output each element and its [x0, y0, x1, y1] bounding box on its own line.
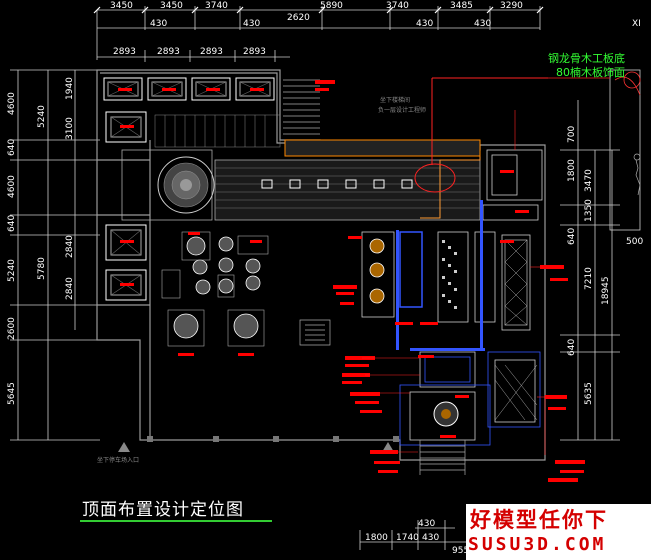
drawing-title: 顶面布置设计定位图 — [82, 500, 244, 520]
watermark-slogan: 好模型任你下 — [470, 508, 608, 532]
top-rooms — [103, 77, 275, 301]
dim-right-8: 640 — [567, 339, 577, 356]
dim-left-3: 4600 — [7, 175, 17, 198]
dim-room-2: 2893 — [157, 47, 180, 57]
dim-left-7: 5645 — [7, 382, 17, 405]
dim-bottom-2: 1800 — [365, 533, 388, 543]
dim-misc-500: 500 — [626, 237, 643, 247]
dim-misc-xi: XI — [632, 19, 641, 29]
dim-left-in-3: 1940 — [65, 77, 75, 100]
dim-left-in-4: 5780 — [37, 257, 47, 280]
lower-right-rooms — [399, 351, 541, 446]
dim-right-9: 5635 — [584, 382, 594, 405]
top-dimension-ticks — [93, 6, 544, 14]
central-bar-area — [361, 200, 531, 351]
note-stair-sub: 负一层设计工程师 — [378, 106, 426, 114]
small-round-tables — [369, 238, 385, 304]
dim-left-in-5: 2840 — [65, 235, 75, 258]
left-dimension-lines — [10, 69, 100, 441]
bar-checker-pattern — [442, 240, 457, 309]
dim-right-3: 3470 — [584, 169, 594, 192]
dim-right-1: 700 — [567, 126, 577, 143]
dim-bottom-5: 955 — [452, 546, 469, 556]
entrance-marker — [118, 442, 394, 452]
diamond-lattice — [494, 239, 538, 421]
dim-right-6: 7210 — [584, 267, 594, 290]
dim-right-4: 1350 — [584, 199, 594, 222]
dim-right-2: 1800 — [567, 159, 577, 182]
dim-right-7: 18945 — [601, 276, 611, 305]
dim-bottom-3: 1740 — [396, 533, 419, 543]
note-stair-up: 坐下楼梯间 — [380, 96, 410, 104]
dim-left-2: 640 — [7, 139, 17, 156]
figure-silhouette — [633, 153, 641, 196]
round-ceiling-feature — [121, 149, 215, 221]
stair-bottom — [419, 440, 466, 475]
dim-top-7: 3290 — [500, 1, 523, 11]
dim-top-3: 3740 — [205, 1, 228, 11]
dim-top-6: 3485 — [450, 1, 473, 11]
bottom-dimension-lines — [359, 520, 470, 550]
dim-left-1: 4600 — [7, 92, 17, 115]
dim-right-5: 640 — [567, 228, 577, 245]
note-finish: 80楠木板饰面 — [556, 65, 625, 79]
watermark-url: SUSU3D.COM — [468, 534, 607, 555]
dim-left-5: 5240 — [7, 259, 17, 282]
note-structure: 钢龙骨木工板底 — [548, 51, 625, 65]
dim-top-5: 3740 — [386, 1, 409, 11]
dim-top-r2-4: 430 — [474, 19, 491, 29]
leader-lines — [362, 110, 546, 455]
dim-room-3: 2893 — [200, 47, 223, 57]
dim-top-r2-1: 430 — [150, 19, 167, 29]
dim-left-in-1: 5240 — [37, 105, 47, 128]
label-tags — [118, 80, 585, 482]
dim-top-1: 3450 — [110, 1, 133, 11]
dim-room-1: 2893 — [113, 47, 136, 57]
dim-top-r3-1: 2620 — [287, 13, 310, 23]
dim-top-2: 3450 — [160, 1, 183, 11]
dim-room-4: 2893 — [243, 47, 266, 57]
callout-ellipse — [414, 77, 548, 193]
structural-columns — [147, 436, 399, 442]
dim-left-6: 2600 — [7, 317, 17, 340]
dim-left-in-2: 3100 — [65, 117, 75, 140]
dim-left-4: 640 — [7, 215, 17, 232]
long-ceiling-band — [214, 139, 481, 221]
dim-bottom-4: 430 — [422, 533, 439, 543]
right-detail-section — [482, 69, 641, 231]
note-parking-entrance: 坐下停车场入口 — [97, 456, 139, 464]
grid-ceiling — [154, 114, 281, 148]
dim-left-in-6: 2840 — [65, 277, 75, 300]
title-underline — [80, 520, 272, 522]
dim-top-4: 5890 — [320, 1, 343, 11]
dim-top-r2-2: 430 — [243, 19, 260, 29]
stair-top — [283, 79, 320, 135]
watermark-box: 好模型任你下 SUSU3D.COM — [466, 504, 651, 560]
stair-middle — [299, 319, 331, 346]
dim-bottom-1: 430 — [418, 519, 435, 529]
lower-round-feature — [433, 401, 459, 427]
dim-top-r2-3: 430 — [416, 19, 433, 29]
dining-tables — [161, 231, 269, 347]
